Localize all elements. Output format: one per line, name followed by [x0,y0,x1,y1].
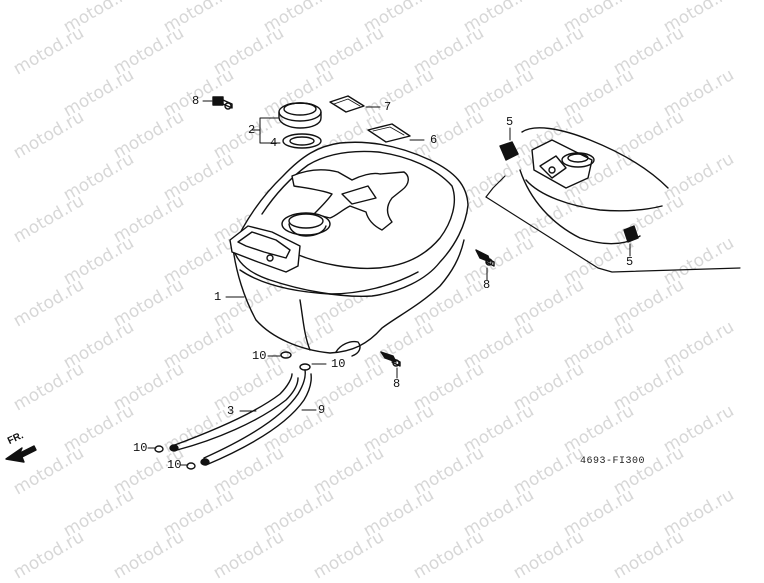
callout-3: 3 [227,404,235,418]
bolt-right-upper [475,249,495,267]
decal-6 [367,123,411,143]
callout-8-lower: 8 [393,377,401,391]
inset-detail [485,127,741,273]
diagram-code: 4693-FI300 [580,456,646,467]
callout-5-upper: 5 [506,115,514,129]
callout-8-top: 8 [192,94,200,108]
leader-lines [147,100,631,466]
callout-10-upper-right: 10 [331,357,346,371]
callout-9: 9 [318,403,326,417]
hose-9 [200,369,312,466]
callout-7: 7 [384,100,392,114]
front-arrow-icon [5,445,37,463]
callout-5-lower: 5 [626,255,634,269]
cap-gasket [282,133,322,149]
hose-clips [154,351,311,470]
fuel-tank [229,141,469,357]
fuel-cap [278,102,322,129]
callout-2: 2 [248,123,256,137]
callout-10-upper-left: 10 [252,349,267,363]
callout-4: 4 [270,136,278,150]
callout-8-right: 8 [483,278,491,292]
decal-7 [329,95,365,113]
callout-1: 1 [214,290,222,304]
callout-10-lower-left: 10 [133,441,148,455]
hose-3 [169,373,299,452]
bolt-right-lower [380,351,401,367]
bolt-top-left [212,96,233,110]
callout-10-lower: 10 [167,458,182,472]
callout-6: 6 [430,133,438,147]
